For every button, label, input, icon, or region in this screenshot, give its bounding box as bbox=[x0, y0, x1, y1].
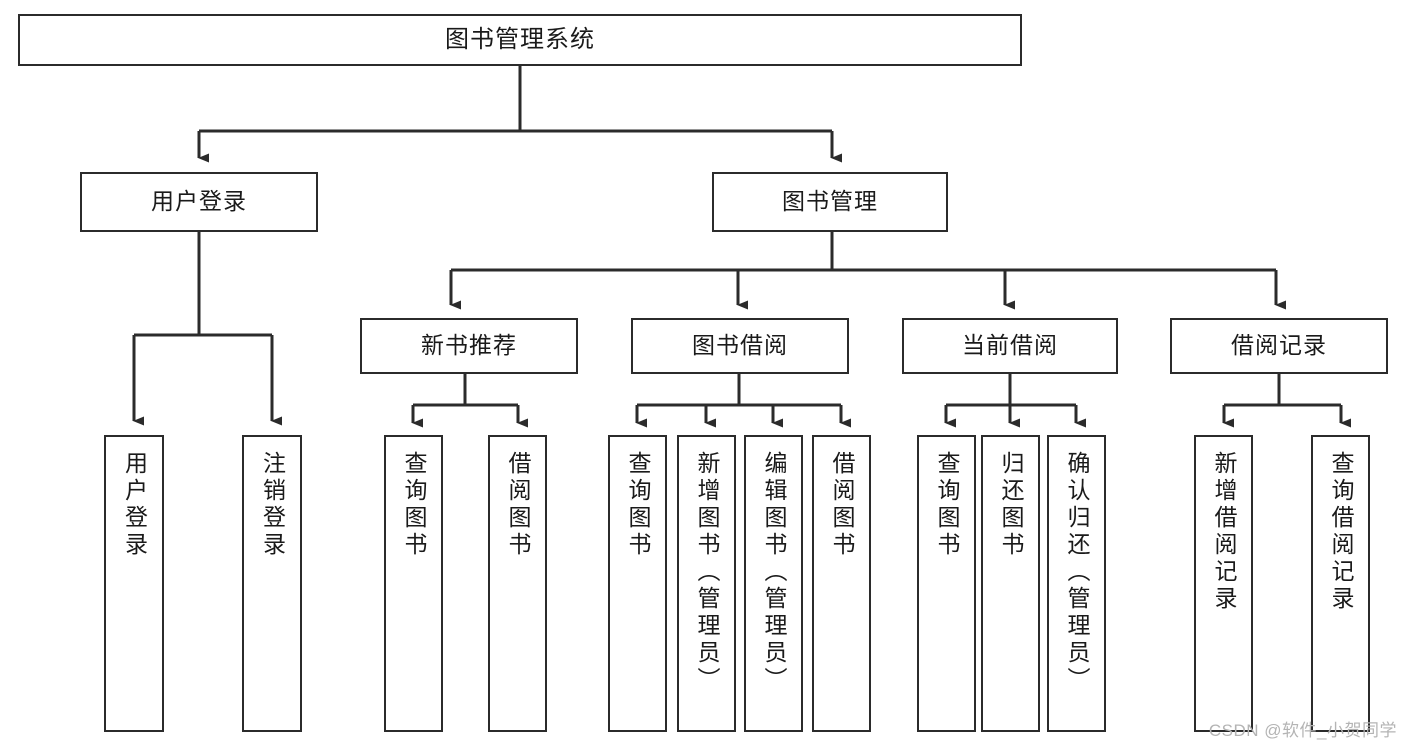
node-user-login[interactable]: 用户登录 bbox=[80, 172, 318, 232]
node-label: 查询图书 bbox=[401, 451, 427, 559]
node-book-manage[interactable]: 图书管理 bbox=[712, 172, 948, 232]
watermark-text: CSDN @软件_小贺同学 bbox=[1208, 721, 1397, 740]
node-label: 查询图书 bbox=[934, 451, 960, 559]
node-leaf-add-record[interactable]: 新增借阅记录 bbox=[1194, 435, 1253, 732]
node-label: 查询图书 bbox=[625, 451, 651, 559]
node-leaf-borrow-book-2[interactable]: 借阅图书 bbox=[812, 435, 871, 732]
node-borrow-record[interactable]: 借阅记录 bbox=[1170, 318, 1388, 374]
node-leaf-user-logout[interactable]: 注销登录 bbox=[242, 435, 302, 732]
node-leaf-user-login[interactable]: 用户登录 bbox=[104, 435, 164, 732]
node-book-borrow[interactable]: 图书借阅 bbox=[631, 318, 849, 374]
node-label: 用户登录 bbox=[121, 451, 148, 559]
node-current-borrow[interactable]: 当前借阅 bbox=[902, 318, 1118, 374]
node-label: 新增借阅记录 bbox=[1211, 451, 1237, 613]
node-root[interactable]: 图书管理系统 bbox=[18, 14, 1022, 66]
node-label: 注销登录 bbox=[259, 451, 286, 559]
node-label: 借阅记录 bbox=[1231, 332, 1327, 359]
node-label: 借阅图书 bbox=[505, 451, 531, 559]
node-leaf-add-book[interactable]: 新增图书（管理员） bbox=[677, 435, 736, 732]
node-label: 编辑图书（管理员） bbox=[761, 451, 787, 694]
node-label: 查询借阅记录 bbox=[1328, 451, 1354, 613]
node-label: 归还图书 bbox=[998, 451, 1024, 559]
node-leaf-query-book-1[interactable]: 查询图书 bbox=[384, 435, 443, 732]
node-new-book-recommend[interactable]: 新书推荐 bbox=[360, 318, 578, 374]
node-label: 新书推荐 bbox=[421, 332, 517, 359]
node-label: 确认归还（管理员） bbox=[1064, 451, 1090, 694]
node-leaf-return-book[interactable]: 归还图书 bbox=[981, 435, 1040, 732]
node-label: 图书管理 bbox=[782, 188, 878, 215]
node-leaf-edit-book[interactable]: 编辑图书（管理员） bbox=[744, 435, 803, 732]
node-label: 用户登录 bbox=[151, 188, 247, 215]
node-label: 借阅图书 bbox=[829, 451, 855, 559]
node-leaf-query-record[interactable]: 查询借阅记录 bbox=[1311, 435, 1370, 732]
node-label: 当前借阅 bbox=[962, 332, 1058, 359]
node-leaf-borrow-book-1[interactable]: 借阅图书 bbox=[488, 435, 547, 732]
node-label: 图书借阅 bbox=[692, 332, 788, 359]
node-leaf-query-book-3[interactable]: 查询图书 bbox=[917, 435, 976, 732]
node-leaf-query-book-2[interactable]: 查询图书 bbox=[608, 435, 667, 732]
node-label: 新增图书（管理员） bbox=[694, 451, 720, 694]
node-leaf-confirm-return[interactable]: 确认归还（管理员） bbox=[1047, 435, 1106, 732]
node-label: 图书管理系统 bbox=[445, 25, 595, 53]
